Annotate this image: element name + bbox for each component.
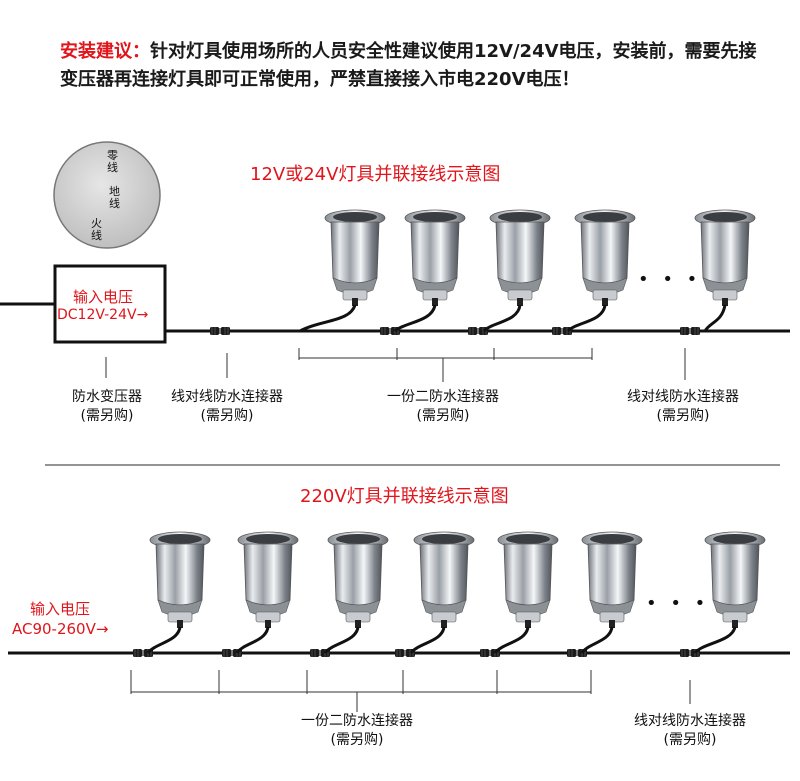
label-splitter: 一份二防水连接器(需另购) [387,389,499,424]
label-ac-splitter: 一份二防水连接器(需另购) [301,713,413,748]
ac-lamp-4 [409,531,475,655]
dc-lamp-5 [694,209,756,332]
transformer-box [53,264,167,344]
ac-lamp-7 [693,531,766,655]
ac-lamp-5 [493,531,559,655]
dc-line-connector-1 [209,326,231,336]
dc-lamp-3 [482,209,551,333]
label-line-connector: 线对线防水连接器(需另购) [171,389,283,424]
plug-ground-label: 地线 [109,185,120,210]
plug-live-label: 火线 [91,217,102,242]
ac-dots: • • • [646,593,710,614]
notice-label: 安装建议： [60,41,150,62]
dc-diagram-title: 12V或24V灯具并联接线示意图 [250,164,501,185]
ac-input-voltage: AC90-260V→ [12,620,109,638]
safety-notice: 安装建议：针对灯具使用场所的人员安全性建议使用12V/24V电压，安装前，需要先… [60,38,760,94]
dc-input-label: 输入电压 [73,288,134,306]
ac-lamp-1 [146,531,211,655]
ac-lamp-3 [323,531,389,655]
label-ac-line-connector: 线对线防水连接器(需另购) [634,713,746,748]
dc-lamp-2 [393,209,466,333]
label-line-connector-2: 线对线防水连接器(需另购) [627,389,739,424]
dc-line-connector-2 [679,326,701,336]
plug-neutral-label: 零线 [107,149,118,174]
ac-input-label: 输入电压 [30,600,91,618]
wall-plug-icon [53,141,161,249]
notice-text: 针对灯具使用场所的人员安全性建议使用12V/24V电压，安装前，需要先接变压器再… [60,41,757,90]
ac-lamp-6 [580,531,643,654]
ac-lamp-2 [235,531,299,654]
label-transformer: 防水变压器(需另购) [72,389,142,424]
dc-input-voltage: DC12V-24V→ [57,307,149,323]
ac-diagram-title: 220V灯具并联接线示意图 [300,486,509,507]
dc-lamp-4 [566,209,636,333]
dc-dots: • • • [638,269,702,290]
dc-lamp-1 [299,209,386,333]
